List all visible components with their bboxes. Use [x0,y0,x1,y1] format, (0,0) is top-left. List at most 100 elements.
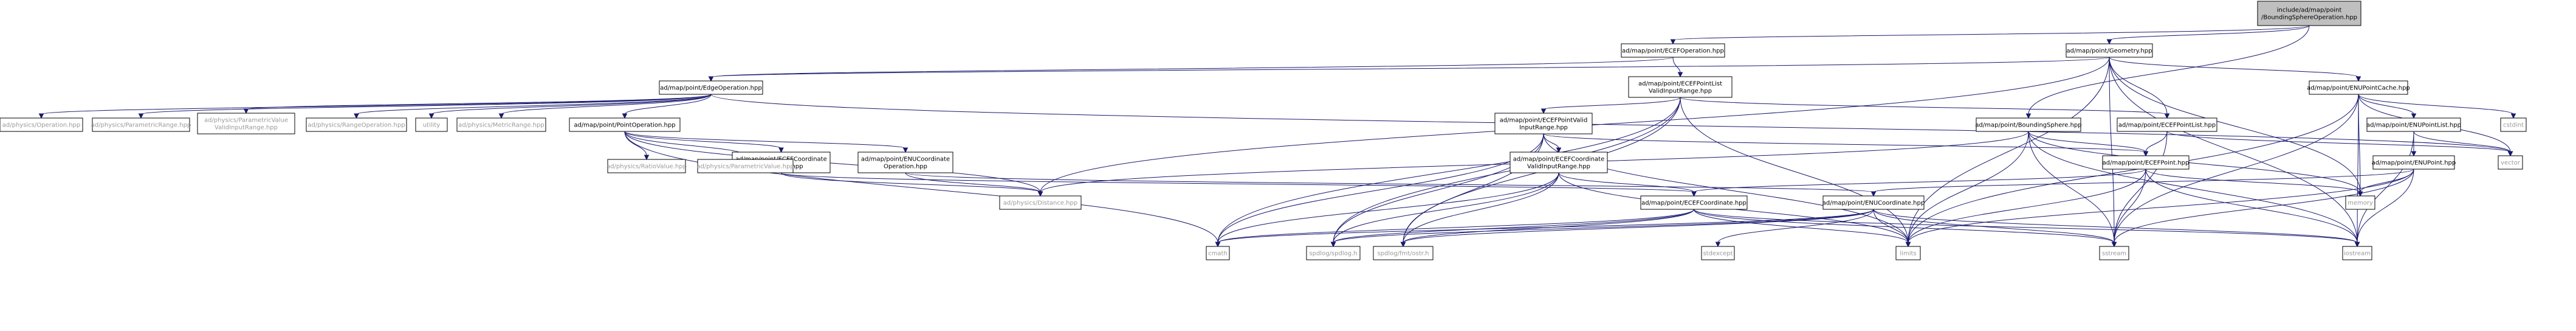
edge-line [624,131,906,149]
edge-line [905,172,1874,193]
node-box [659,80,763,95]
node-ecefpvir[interactable]: ad/map/point/ECEFPointValidInputRange.hp… [1494,113,1593,134]
node-label: limits [1900,251,1916,257]
edge-line [2358,94,2414,115]
node-label: ad/physics/ParametricValue.hpp [696,164,794,170]
node-edgeop[interactable]: ad/map/point/EdgeOperation.hpp [659,80,763,95]
edge-arrowhead [2355,76,2361,82]
edge-ecefplvir-to-cmath [1215,97,1681,248]
node-box [2345,195,2375,210]
edge-line [2360,169,2414,193]
edge-line [781,172,1041,193]
edge-arrowhead [778,147,784,153]
node-phys_rv: ad/physics/RatioValue.hpp [606,159,687,173]
edge-edgeop-to-phys_rop [354,94,712,119]
edge-pointop-to-cmath [624,131,1221,248]
edge-arrowhead [1691,191,1697,197]
edge-line [2357,169,2414,243]
edge-line [1908,169,2146,243]
node-label: spdlog/spdlog.h [1309,251,1357,257]
node-ecefop[interactable]: ad/map/point/ECEFOperation.hpp [1621,43,1725,58]
node-box [2366,117,2461,132]
edge-arrowhead [138,113,144,119]
edge-line [1217,209,1874,243]
node-phys_pr: ad/physics/ParametricRange.hpp [91,117,191,132]
node-box [1701,246,1735,260]
edge-arrowhead [2106,39,2112,45]
edge-arrowhead [1677,72,1683,78]
node-box [2099,246,2129,260]
node-ecefplvir[interactable]: ad/map/point/ECEFPointListValidInputRang… [1628,76,1733,98]
edge-enupl-to-vector [2413,131,2513,157]
edge-line [1672,25,2310,41]
node-box [0,117,83,132]
node-pointop[interactable]: ad/map/point/PointOperation.hpp [569,117,681,132]
edge-arrowhead [1870,191,1877,197]
edge-arrowhead [1905,242,1911,248]
node-cstdint: cstdint [2500,117,2527,132]
node-label: cmath [1208,251,1228,257]
edge-line [2166,131,2511,153]
node-box [456,117,546,132]
node-label: Operation.hpp [884,164,927,170]
node-ecefcvir[interactable]: ad/map/point/ECEFCoordinateValidInputRan… [1510,152,1608,173]
node-box [92,117,190,132]
edge-ecefpoint-to-ecefcoord [1691,169,2146,197]
node-box [2309,80,2408,95]
edge-arrowhead [354,113,359,119]
node-label: InputRange.hpp [1519,125,1568,131]
edge-ecefpvir-to-limits [1543,133,1911,248]
edge-arrowhead [498,113,504,119]
edge-line [1672,57,1681,74]
edge-line [1717,209,1874,243]
dependency-nodes: include/ad/map/point/BoundingSphereOpera… [0,1,2527,260]
edge-arrowhead [1037,191,1043,197]
edge-line [2028,25,2310,115]
node-enucoord[interactable]: ad/map/point/ENUCoordinate.hpp [1822,195,1925,210]
node-box [607,159,686,173]
edge-edgeop-to-phys_op [38,94,712,119]
node-label: ad/map/point/ECEFPoint.hpp [2103,160,2190,167]
edge-geometry-to-limits [1905,57,2110,248]
node-box [697,159,794,173]
node-label: ad/map/point/ENUCoordinate.hpp [1822,200,1925,207]
edge-line [1217,209,1694,243]
edge-line [1333,172,1559,243]
edge-pointop-to-phys_dist [624,131,1043,197]
edge-arrowhead [1540,108,1547,114]
node-label: ad/map/point/ENUPointList.hpp [2366,122,2461,129]
edge-arrowhead [2164,113,2170,119]
edge-arrowhead [2354,242,2360,248]
node-box [2500,117,2527,132]
node-label: /BoundingSphereOperation.hpp [2261,15,2357,21]
edge-line [2358,94,2514,115]
node-box [1206,246,1230,260]
node-ecefpl[interactable]: ad/map/point/ECEFPointList.hpp [2117,117,2217,132]
node-stdexcept: stdexcept [1701,246,1735,260]
edge-line [2028,131,2146,153]
node-geometry[interactable]: ad/map/point/Geometry.hpp [2066,43,2153,58]
node-enupoint[interactable]: ad/map/point/ENUPoint.hpp [2372,155,2456,170]
node-enucache[interactable]: ad/map/point/ENUPointCache.hpp [2307,80,2410,95]
node-ecefpoint[interactable]: ad/map/point/ECEFPoint.hpp [2102,155,2190,170]
node-phys_op: ad/physics/Operation.hpp [0,117,83,132]
edge-line [1558,172,1694,193]
edge-enucoord-to-limits [1873,209,1911,248]
node-enupl[interactable]: ad/map/point/ENUPointList.hpp [2366,117,2461,132]
node-box [2117,117,2217,132]
node-bsphere[interactable]: ad/map/point/BoundingSphere.hpp [1975,117,2082,132]
node-box [197,113,295,134]
edge-enucache-to-sstream [2111,94,2359,248]
edge-line [624,131,746,156]
edge-enucoord-to-fmtostr [1400,209,1874,248]
edge-arrowhead [2025,113,2032,119]
edge-line [2109,57,2115,243]
node-label: ad/physics/RangeOperation.hpp [307,122,405,129]
edge-line [2109,57,2358,243]
edge-line [1333,209,1874,243]
edge-line [1694,209,2115,243]
edge-enupoint-to-enucoord [1870,169,2414,197]
edge-line [2145,169,2361,193]
node-ecefcoord[interactable]: ad/map/point/ECEFCoordinate.hpp [1640,195,1748,210]
